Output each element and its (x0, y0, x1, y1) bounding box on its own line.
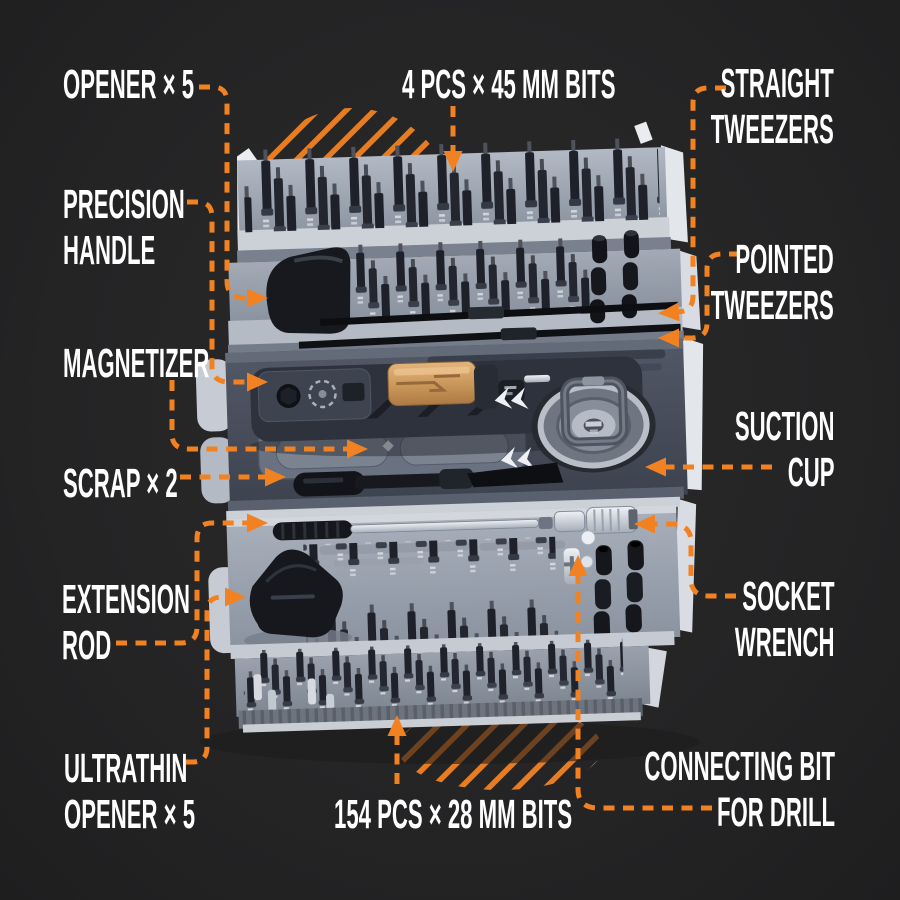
label-text: OPENER × 5 (63, 61, 195, 107)
label-opener: OPENER × 5 (63, 61, 306, 107)
connector-precision-handle (187, 199, 268, 392)
connector-pointed-tweezers (658, 251, 740, 348)
round-bits (589, 230, 640, 324)
socket-wrench-tool (553, 505, 638, 535)
chevron-decals (494, 387, 535, 469)
label-pointed-tweezers: POINTED TWEEZERS (606, 236, 834, 328)
label-text: 154 PCS × 28 MM BITS (334, 791, 573, 837)
label-text: FOR DRILL (716, 789, 835, 835)
label-text: TWEEZERS (710, 282, 834, 328)
label-connecting-bit: CONNECTING BIT FOR DRILL (482, 743, 835, 835)
label-magnetizer: MAGNETIZER (63, 340, 334, 386)
label-text: CUP (787, 449, 834, 495)
label-suction-cup: SUCTION CUP (650, 403, 834, 495)
toolkit-photo (195, 121, 704, 764)
label-bottom-bits: 154 PCS × 28 MM BITS (265, 791, 573, 837)
label-text: SOCKET (741, 573, 834, 619)
label-text: ROD (62, 622, 112, 668)
label-text: SUCTION (734, 403, 834, 449)
label-ultrathin-opener: ULTRATHIN OPENER × 5 (64, 745, 307, 837)
pointed-tweezers (298, 323, 681, 349)
tray-upper-bits (227, 227, 684, 357)
tray-tools (225, 338, 688, 514)
connectors (116, 84, 772, 811)
straight-tweezers (320, 301, 678, 327)
label-top-bits: 4 PCS × 45 MM BITS (333, 61, 633, 107)
label-scrap: SCRAP × 2 (63, 460, 275, 506)
label-text: WRENCH (734, 619, 834, 665)
scrap-tools (293, 462, 564, 497)
label-text: HANDLE (63, 227, 156, 273)
label-text: EXTENSION (62, 576, 190, 622)
connector-connecting-bit (568, 555, 712, 811)
label-text: STRAIGHT (720, 60, 834, 106)
opener-pick (266, 247, 351, 334)
label-text: MAGNETIZER (63, 340, 210, 386)
label-extension-rod: EXTENSION ROD (62, 576, 299, 668)
label-text: TWEEZERS (710, 106, 834, 152)
connector-opener (199, 84, 268, 308)
connector-extension-rod (116, 513, 268, 646)
case-shadow (200, 720, 700, 764)
connector-ultrathin-opener (186, 587, 246, 765)
label-text: OPENER × 5 (64, 791, 196, 837)
label-socket-wrench: SOCKET WRENCH (650, 573, 834, 665)
socket-bits (593, 540, 644, 640)
label-text: ULTRATHIN (64, 745, 188, 791)
suction-cup-tool (531, 376, 656, 473)
label-text: POINTED (735, 236, 834, 282)
label-text: SCRAP × 2 (63, 460, 178, 506)
connector-magnetizer (169, 380, 368, 459)
label-precision-handle: PRECISION HANDLE (63, 181, 289, 273)
extension-rod-tool (272, 516, 553, 541)
label-straight-tweezers: STRAIGHT TWEEZERS (606, 60, 834, 152)
connector-straight-tweezers (658, 85, 726, 322)
label-text: CONNECTING BIT (644, 743, 835, 789)
label-text: 4 PCS × 45 MM BITS (402, 61, 616, 107)
label-text: PRECISION (63, 181, 185, 227)
tray-bottom-bits (234, 638, 651, 733)
